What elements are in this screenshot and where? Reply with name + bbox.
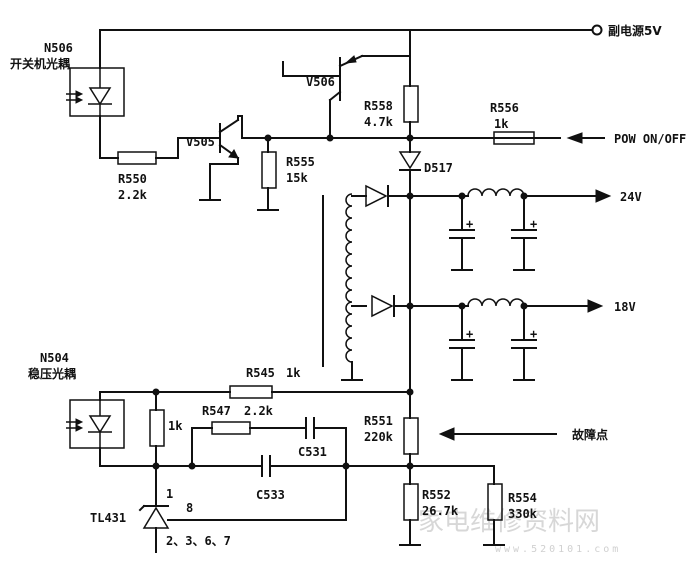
c531-label: C531 [298,445,327,459]
r556-value: 1k [494,117,509,131]
svg-text:+: + [466,217,473,231]
svg-text:+: + [466,327,473,341]
aux-5v-rail [99,24,603,69]
r555-label: R555 [286,155,315,169]
r551-value: 220k [364,430,394,444]
r556-label: R556 [490,101,519,115]
r550-value: 2.2k [118,188,148,202]
c-24v-2: + [511,195,537,271]
r550-resistor [117,151,157,165]
transformer [322,193,363,381]
n504-optocoupler [66,399,125,449]
d-18v-diode [371,294,395,318]
r558-value: 4.7k [364,115,394,129]
aux-supply-label: 副电源5V [608,23,662,38]
r554-label: R554 [508,491,537,505]
n506-id: N506 [44,41,73,55]
r545-label: R545 [246,366,275,380]
n506-name: 开关机光耦 [10,56,70,71]
d517-label: D517 [424,161,453,175]
r-1k-resistor [149,409,165,447]
c-18v-2: + [511,305,537,381]
r551-resistor [403,417,419,455]
c533-label: C533 [256,488,285,502]
v506-label: V506 [306,75,335,89]
r552-value: 26.7k [422,504,459,518]
r547-value: 2.2k [244,404,274,418]
watermark-text: 家电维修资料网 [418,507,600,537]
r555-value: 15k [286,171,308,185]
r547-label: R547 [202,404,231,418]
v505-transistor [199,115,243,201]
r555-resistor [261,151,277,189]
tl431-label: TL431 [90,511,126,525]
r552-label: R552 [422,488,451,502]
r558-resistor [403,85,419,123]
tl431-regulator [138,465,347,553]
watermark-url: www.520101.com [495,544,621,555]
r545-resistor [229,385,273,399]
watermark: 家电维修资料网 www.520101.com [418,507,621,555]
n504-id: N504 [40,351,69,365]
svg-text:+: + [530,217,537,231]
c-24v-1: + [449,195,475,271]
r558-label: R558 [364,99,393,113]
r550-label: R550 [118,172,147,186]
c533-capacitor [261,455,271,477]
r552-resistor [403,483,419,521]
r556-resistor [493,131,535,145]
svg-text:+: + [530,327,537,341]
tl431-pin8: 8 [186,501,193,515]
tl431-pins: 2、3、6、7 [166,534,231,548]
fault-label: 故障点 [572,427,608,442]
pow-label: POW ON/OFF [614,132,686,146]
r551-label: R551 [364,414,393,428]
c-18v-1: + [449,305,475,381]
v505-label: V505 [186,135,215,149]
v506-transistor [282,54,411,139]
out24-label: 24V [620,190,642,204]
l-18v-inductor [467,298,525,307]
c531-capacitor [305,417,315,439]
l-24v-inductor [467,188,525,197]
tl431-pin1: 1 [166,487,173,501]
d517-diode [398,151,422,171]
r-1k-label: 1k [168,419,183,433]
r545-value: 1k [286,366,301,380]
r554-value: 330k [508,507,538,521]
n506-optocoupler [66,67,125,117]
d-24v-diode [365,184,389,208]
r547-resistor [211,421,251,435]
n504-name: 稳压光耦 [28,366,76,381]
out18-label: 18V [614,300,636,314]
